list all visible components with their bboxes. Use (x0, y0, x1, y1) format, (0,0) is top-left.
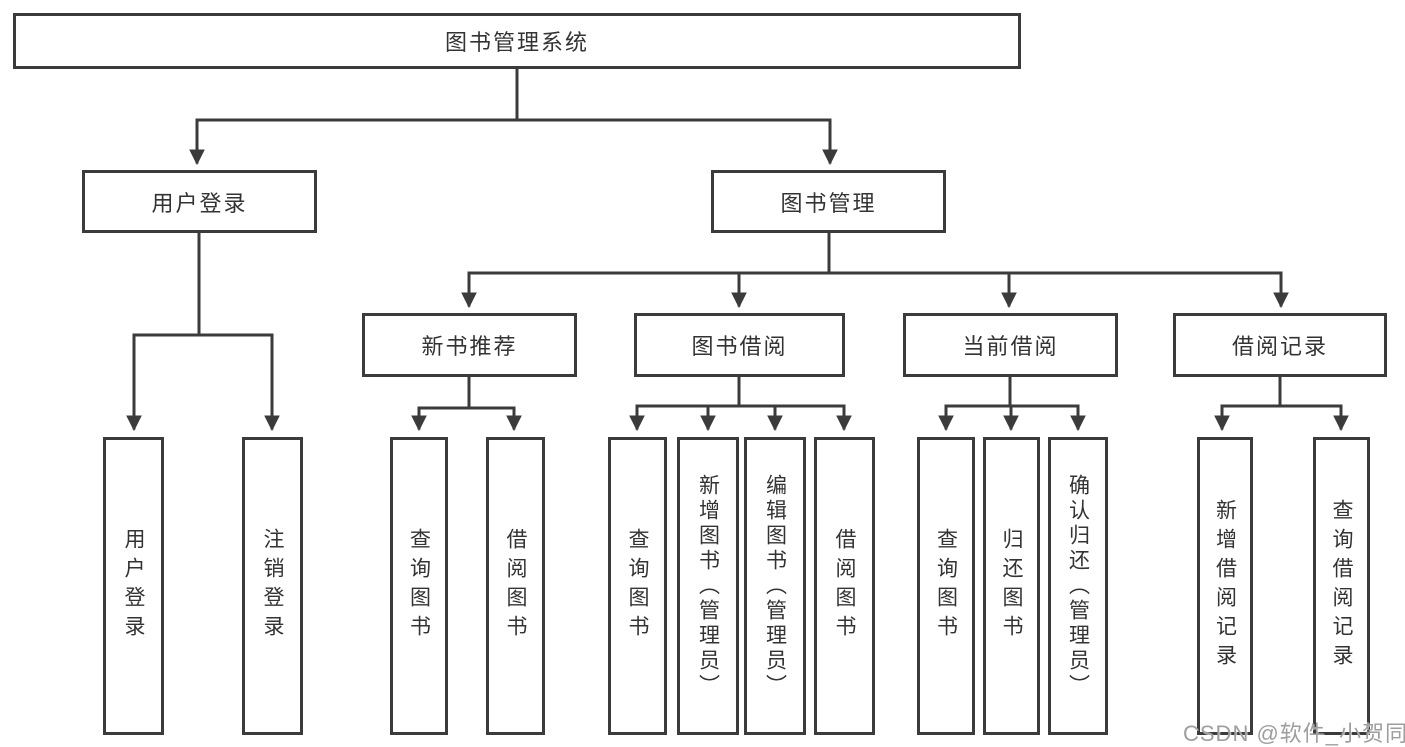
leaf-label: 借阅图书 (833, 528, 856, 644)
leaf-query-books-recommend: 查询图书 (390, 437, 448, 735)
leaf-edit-book-admin: 编辑图书（管理员） (744, 437, 806, 735)
leaf-borrow-books: 借阅图书 (814, 437, 875, 735)
node-current-borrowing: 当前借阅 (903, 313, 1118, 377)
node-label: 新书推荐 (421, 334, 518, 359)
leaf-label: 新增借阅记录 (1213, 499, 1237, 673)
leaf-borrow-books-recommend: 借阅图书 (486, 437, 545, 735)
leaf-confirm-return-admin: 确认归还（管理员） (1048, 437, 1108, 735)
node-label: 图书借阅 (691, 334, 788, 359)
csdn-watermark: CSDN @软件_小贺同学 (1183, 721, 1405, 746)
leaf-label: 注销登录 (261, 528, 284, 644)
node-book-management: 图书管理 (711, 170, 946, 233)
leaf-query-borrow-record: 查询借阅记录 (1313, 437, 1370, 735)
leaf-add-book-admin: 新增图书（管理员） (677, 437, 739, 735)
node-label: 借阅记录 (1231, 334, 1328, 359)
node-label: 用户登录 (151, 190, 248, 216)
leaf-label: 借阅图书 (504, 528, 527, 644)
leaf-logout: 注销登录 (242, 437, 303, 735)
node-label: 图书管理系统 (444, 30, 589, 55)
node-new-book-recommendation: 新书推荐 (362, 313, 577, 377)
leaf-label: 确认归还（管理员） (1066, 473, 1090, 699)
leaf-label: 用户登录 (122, 528, 145, 644)
leaf-label: 编辑图书（管理员） (763, 473, 787, 699)
node-label: 当前借阅 (962, 334, 1059, 359)
node-borrowing-records: 借阅记录 (1173, 313, 1387, 377)
leaf-label: 归还图书 (1000, 528, 1023, 644)
leaf-label: 查询图书 (407, 528, 431, 644)
node-user-login: 用户登录 (82, 170, 317, 233)
node-book-borrowing: 图书借阅 (634, 313, 845, 377)
leaf-label: 新增图书（管理员） (696, 473, 720, 699)
leaf-label: 查询图书 (934, 528, 958, 644)
leaf-label: 查询借阅记录 (1330, 499, 1353, 673)
leaf-user-login: 用户登录 (103, 437, 164, 735)
node-book-management-system: 图书管理系统 (13, 13, 1021, 69)
leaf-label: 查询图书 (626, 528, 649, 644)
leaf-query-books-current: 查询图书 (917, 437, 975, 735)
node-label: 图书管理 (780, 190, 877, 216)
leaf-return-books: 归还图书 (983, 437, 1040, 735)
leaf-add-borrow-record: 新增借阅记录 (1197, 437, 1253, 735)
leaf-query-books-borrowing: 查询图书 (608, 437, 667, 735)
